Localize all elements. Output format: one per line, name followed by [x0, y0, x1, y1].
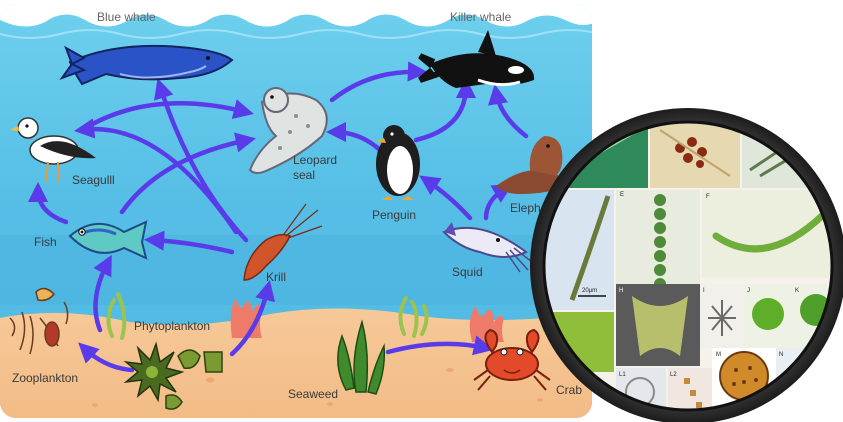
food-web-board: Blue whale Killer whale Seagulll Leopard…: [0, 0, 600, 422]
panel-letter-J: J: [747, 288, 750, 294]
scale-bar-label: 20μm: [582, 288, 597, 294]
label-seaweed: Seaweed: [288, 387, 338, 401]
label-fish: Fish: [34, 235, 57, 249]
label-leopard-seal-line2: seal: [293, 168, 315, 182]
label-squid: Squid: [452, 265, 483, 279]
panel-letter-L1: L1: [619, 372, 626, 378]
tile-F-crescent-closterium: [702, 190, 832, 278]
label-penguin: Penguin: [372, 208, 416, 222]
label-phytoplankton: Phytoplankton: [134, 319, 210, 333]
label-blue-whale: Blue whale: [97, 10, 156, 24]
label-killer-whale: Killer whale: [450, 10, 512, 24]
panel-letter-N: N: [779, 352, 783, 358]
label-krill: Krill: [266, 270, 286, 284]
panel-letter-E: E: [620, 192, 624, 198]
label-crab: Crab: [556, 383, 582, 397]
panel-letter-L2: L2: [670, 372, 677, 378]
label-seagull: Seagulll: [72, 173, 115, 187]
panel-letter-M: M: [716, 352, 721, 358]
panel-letter-H: H: [619, 288, 623, 294]
label-elephant-seal: Eleph: [510, 201, 541, 215]
panel-letter-K: K: [795, 288, 799, 294]
micrograph-lens: E F H I J K M N L1 L2 20μm: [530, 108, 843, 422]
panel-letter-F: F: [706, 194, 710, 200]
label-leopard-seal-line1: Leopard: [293, 153, 337, 167]
label-zooplankton: Zooplankton: [12, 371, 78, 385]
